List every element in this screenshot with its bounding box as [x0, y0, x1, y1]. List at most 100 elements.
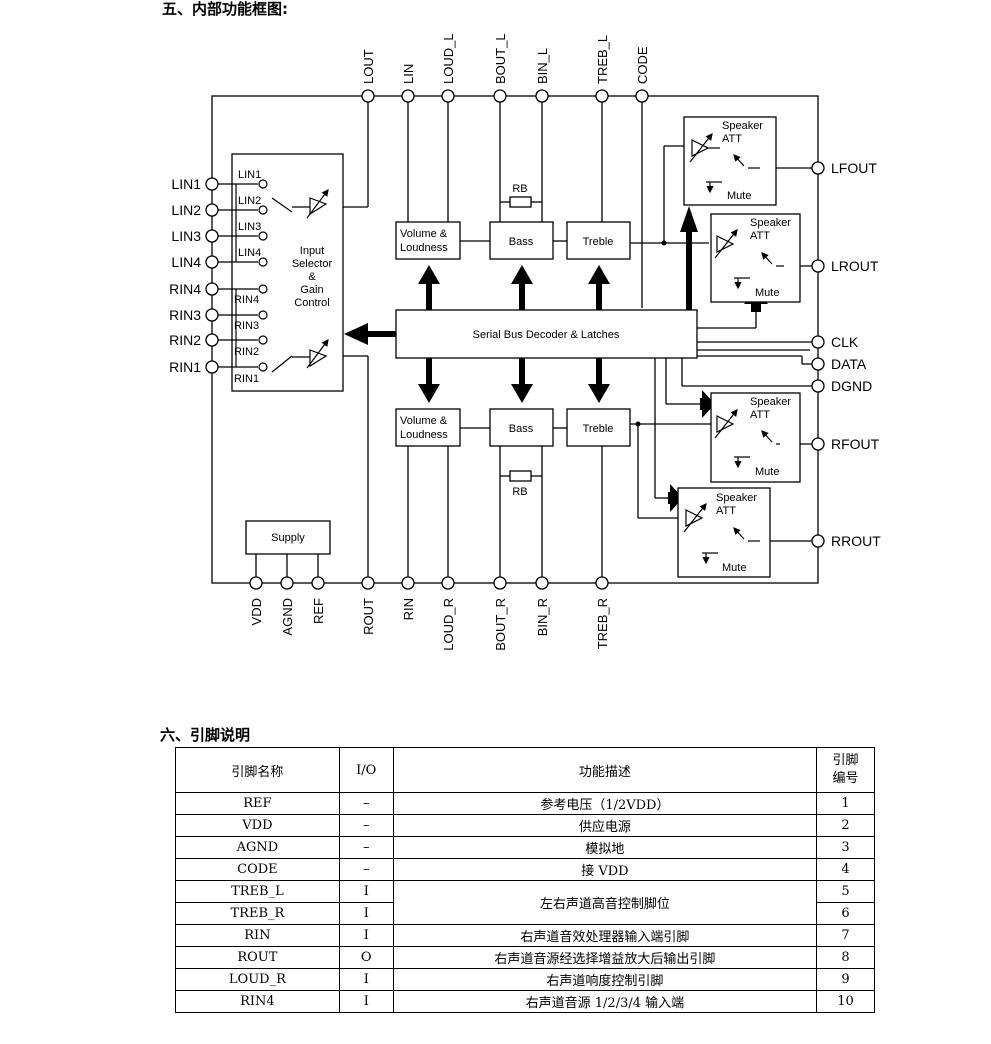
- cell-name: RIN4: [175, 990, 340, 1013]
- table-row: TREB_R I 6: [175, 902, 875, 925]
- cell-desc: 左右声道高音控制脚位: [392, 880, 818, 925]
- volume-top-text-1: Volume &: [400, 228, 448, 240]
- spk-lfout-mute: Mute: [727, 190, 751, 202]
- bus-arrow-down-treble: [588, 358, 610, 403]
- cell-desc: 接 VDD: [392, 858, 818, 881]
- pin-label-rin2: RIN2: [169, 332, 201, 348]
- treble-top-text: Treble: [583, 236, 614, 248]
- pin-label-loud-r: LOUD_R: [441, 598, 456, 651]
- sel-label-lin1: LIN1: [238, 169, 261, 181]
- pin-label-lfout: LFOUT: [831, 160, 877, 176]
- sel-label-rin1: RIN1: [234, 373, 259, 385]
- speaker-att-lrout: Speaker ATT Mute: [710, 213, 801, 303]
- sel-label-lin4: LIN4: [238, 247, 261, 259]
- cell-name: CODE: [175, 858, 340, 881]
- spk-rrout-text-2: ATT: [716, 505, 736, 517]
- bass-block-right: [489, 408, 554, 447]
- cell-io: I: [338, 880, 394, 903]
- treble-bottom-text: Treble: [583, 423, 614, 435]
- table-row: TREB_L I 左右声道高音控制脚位 5: [175, 880, 875, 925]
- block-diagram: LIN1 LIN2 LIN3 LIN4 RIN4 RIN3 RIN2 RIN1 …: [169, 33, 881, 651]
- pin-label-bin-r: BIN_R: [535, 598, 550, 636]
- spk-rfout-mute: Mute: [755, 466, 779, 478]
- cell-io: –: [338, 858, 394, 881]
- pin-label-bin-l: BIN_L: [535, 48, 550, 84]
- cell-num: 4: [816, 858, 875, 881]
- cell-name: ROUT: [175, 946, 340, 969]
- cell-desc: 供应电源: [392, 814, 818, 837]
- bus-arrows: [344, 206, 768, 512]
- pin-label-rfout: RFOUT: [831, 436, 880, 452]
- bottom-pin-labels: VDD AGND REF ROUT RIN LOUD_R BOUT_R BIN_…: [249, 598, 610, 651]
- bus-arrow-up-volume: [418, 265, 440, 310]
- spk-lfout-text-1: Speaker: [722, 120, 763, 132]
- pin-label-lin3: LIN3: [171, 228, 201, 244]
- pin-label-treb-r: TREB_R: [595, 598, 610, 649]
- pin-label-agnd: AGND: [280, 598, 295, 636]
- pin-label-lrout: LROUT: [831, 258, 879, 274]
- pin-label-lin2: LIN2: [171, 202, 201, 218]
- th-function: 功能描述: [392, 747, 818, 793]
- bus-arrow-up-bass: [511, 265, 533, 310]
- bottom-channel-blocks: [395, 408, 631, 482]
- cell-num: 9: [816, 968, 875, 991]
- cell-io: I: [338, 924, 394, 947]
- cell-num: 10: [816, 990, 875, 1013]
- sel-label-lin3: LIN3: [238, 221, 261, 233]
- table-row: VDD – 供应电源 2: [175, 814, 875, 837]
- pin-label-rrout: RROUT: [831, 533, 881, 549]
- bus-arrow-rrout: [668, 484, 683, 512]
- cell-num: 1: [816, 792, 875, 815]
- pin-label-rin: RIN: [401, 598, 416, 620]
- top-block-labels: Volume & Loudness Bass Treble RB: [400, 183, 613, 254]
- top-pin-labels: LOUT LIN LOUD_L BOUT_L BIN_L TREB_L CODE: [361, 33, 650, 84]
- decoder-block: [395, 309, 698, 359]
- pin-description-heading: 六、引脚说明: [160, 726, 251, 744]
- th-pin-name: 引脚名称: [175, 747, 340, 793]
- pin-label-bout-r: BOUT_R: [493, 598, 508, 651]
- cell-desc: 模拟地: [392, 836, 818, 859]
- cell-io: I: [338, 968, 394, 991]
- pin-label-rin3: RIN3: [169, 307, 201, 323]
- pin-label-lin: LIN: [401, 64, 416, 84]
- cell-io: –: [338, 814, 394, 837]
- junction-dots: [635, 240, 667, 427]
- rb-bottom-text: RB: [512, 486, 527, 498]
- cell-name: AGND: [175, 836, 340, 859]
- pin-label-rin1: RIN1: [169, 359, 201, 375]
- cell-desc: 参考电压（1/2VDD）: [392, 792, 818, 815]
- speaker-att-lfout: Speaker ATT Mute: [683, 116, 777, 206]
- cell-num: 5: [816, 880, 875, 903]
- spk-rfout-text-1: Speaker: [750, 396, 791, 408]
- internal-wiring: [255, 96, 818, 583]
- top-channel-blocks: [395, 196, 631, 260]
- treble-block-left: [566, 221, 631, 260]
- cell-desc: 右声道音效处理器输入端引脚: [392, 924, 818, 947]
- table-row: RIN I 右声道音效处理器输入端引脚 7: [175, 924, 875, 947]
- pin-label-dgnd: DGND: [831, 378, 872, 394]
- table-row: REF – 参考电压（1/2VDD） 1: [175, 792, 875, 815]
- pin-label-lin1: LIN1: [171, 176, 201, 192]
- cell-name: LOUD_R: [175, 968, 340, 991]
- cell-name: TREB_R: [175, 902, 340, 925]
- cell-desc: 右声道音源经选择增益放大后输出引脚: [392, 946, 818, 969]
- spk-rrout-mute: Mute: [722, 562, 746, 574]
- cell-desc: 右声道响度控制引脚: [392, 968, 818, 991]
- th-pin-number: 引脚 编号: [816, 747, 875, 793]
- pin-label-rin4: RIN4: [169, 281, 201, 297]
- cell-io: I: [338, 990, 394, 1013]
- cell-desc: 右声道音源 1/2/3/4 输入端: [392, 990, 818, 1013]
- selector-text-4: Gain: [300, 284, 323, 296]
- selector-text-2: Selector: [292, 258, 333, 270]
- spk-lrout-text-2: ATT: [750, 230, 770, 242]
- cell-io: –: [338, 792, 394, 815]
- pin-label-vdd: VDD: [249, 598, 264, 625]
- speaker-att-rfout: Speaker ATT Mute: [710, 392, 801, 483]
- spk-rfout-text-2: ATT: [750, 409, 770, 421]
- bus-arrow-selector: [344, 323, 396, 345]
- cell-io: –: [338, 836, 394, 859]
- rb-resistor-top: [509, 196, 532, 208]
- selector-title: Input Selector & Gain Control: [292, 245, 333, 309]
- bass-block-left: [489, 221, 554, 260]
- table-header-row: 引脚名称 I/O 功能描述 引脚 编号: [175, 747, 875, 793]
